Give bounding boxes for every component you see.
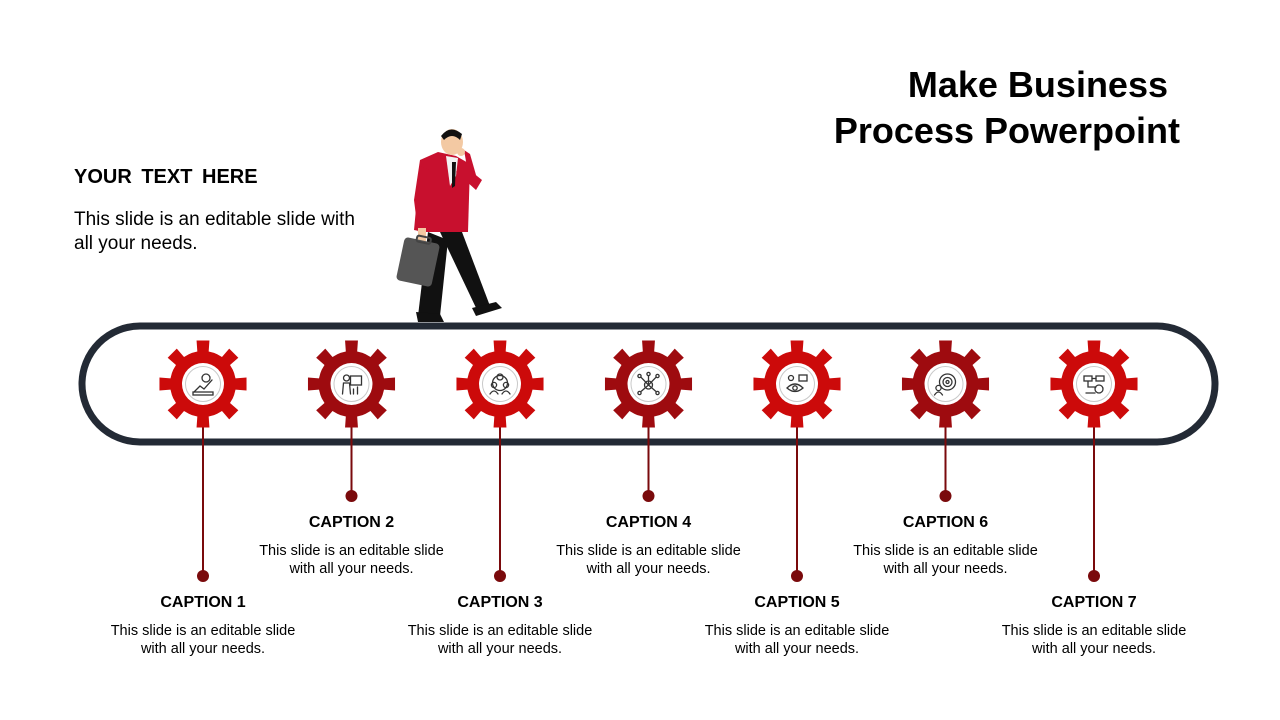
caption-3: CAPTION 3 This slide is an editable slide… — [400, 593, 600, 658]
slide-title-line-2: Process Powerpoint — [833, 110, 1180, 151]
businessman-figure — [396, 129, 502, 322]
caption-text: This slide is an editable slide with all… — [407, 623, 593, 657]
team-icon — [489, 373, 511, 395]
caption-title: CAPTION 3 — [457, 594, 543, 611]
intro-heading: YOUR TEXT HERE — [74, 166, 258, 188]
intro-body: This slide is an editable slide with all… — [74, 209, 355, 254]
icon-badge — [927, 366, 964, 402]
network-icon — [637, 371, 660, 396]
caption-title: CAPTION 5 — [754, 594, 840, 611]
connector-dot — [1088, 570, 1100, 582]
process-step-6 — [901, 340, 990, 502]
process-step-5 — [753, 340, 841, 582]
caption-6: CAPTION 6 This slide is an editable slide… — [846, 513, 1046, 578]
presentation-icon — [341, 374, 363, 395]
caption-text: This slide is an editable slide with all… — [853, 543, 1038, 577]
caption-title: CAPTION 6 — [902, 514, 989, 531]
caption-title: CAPTION 7 — [1051, 594, 1137, 611]
process-step-2 — [307, 340, 396, 502]
caption-1: CAPTION 1 This slide is an editable slide… — [103, 593, 303, 658]
connector-dot — [642, 490, 655, 502]
icon-badge — [333, 366, 370, 402]
process-step-1 — [159, 340, 247, 582]
icon-badge — [482, 366, 518, 402]
target-icon — [933, 373, 957, 396]
icon-badge — [185, 366, 221, 402]
workflow-icon — [1083, 375, 1105, 394]
caption-title: CAPTION 4 — [605, 514, 692, 531]
connector-dot — [197, 570, 209, 582]
process-steps — [159, 340, 1138, 582]
caption-text: This slide is an editable slide with all… — [1001, 623, 1187, 657]
icon-badge — [1076, 366, 1112, 402]
connector-dot — [791, 570, 803, 582]
caption-text: This slide is an editable slide with all… — [704, 623, 890, 657]
growth-chart-icon — [192, 373, 214, 396]
caption-text: This slide is an editable slide with all… — [259, 543, 444, 577]
process-step-7 — [1050, 340, 1138, 582]
process-step-3 — [456, 340, 544, 582]
vision-icon — [786, 374, 808, 393]
caption-text: This slide is an editable slide with all… — [110, 623, 296, 657]
connector-dot — [345, 490, 358, 502]
caption-title: CAPTION 2 — [308, 514, 395, 531]
connector-dot — [494, 570, 506, 582]
caption-5: CAPTION 5 This slide is an editable slide… — [697, 593, 897, 658]
process-step-4 — [604, 340, 693, 502]
slide-title-line-1: Make Business — [907, 64, 1168, 105]
caption-title: CAPTION 1 — [160, 594, 246, 611]
slide-title: Make Business Process Powerpoint — [834, 62, 1180, 154]
caption-4: CAPTION 4 This slide is an editable slide… — [549, 513, 749, 578]
caption-2: CAPTION 2 This slide is an editable slide… — [252, 513, 452, 578]
connector-dot — [939, 490, 952, 502]
caption-7: CAPTION 7 This slide is an editable slide… — [994, 593, 1194, 658]
caption-text: This slide is an editable slide with all… — [556, 543, 741, 577]
